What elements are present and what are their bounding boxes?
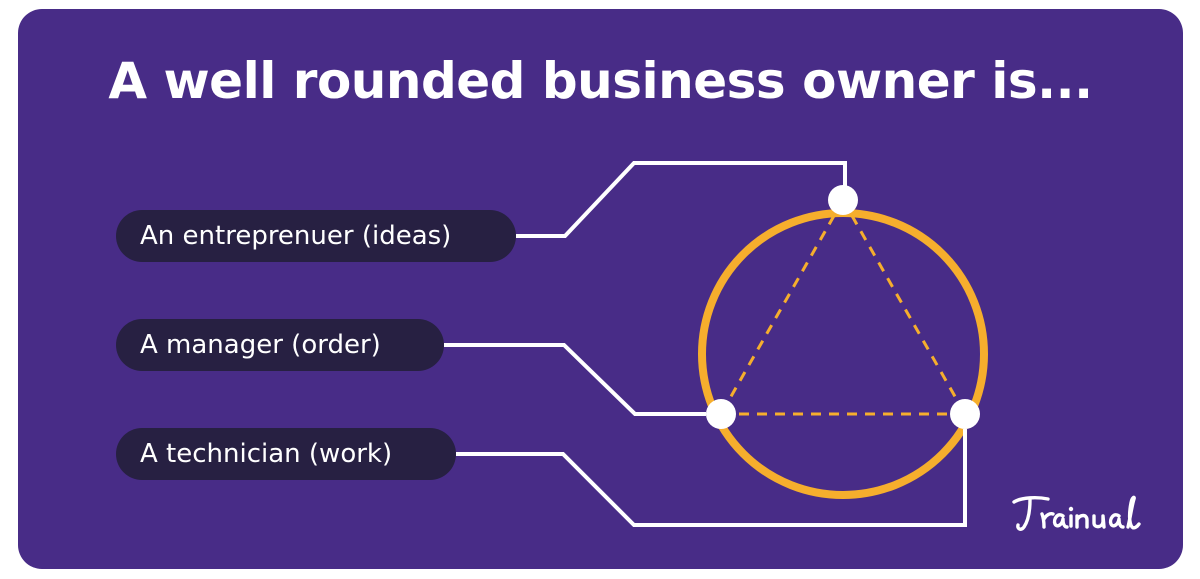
role-pill-entrepreneur: An entreprenuer (ideas) (116, 210, 516, 262)
trainual-logo (1012, 495, 1141, 531)
balance-ring (698, 209, 988, 499)
connector-technician (456, 429, 967, 527)
connector-manager (444, 343, 706, 416)
infographic-title: A well rounded business owner is... (108, 52, 1093, 110)
triangle-edge-right (841, 199, 967, 415)
infographic-card: A well rounded business owner is... An e… (18, 9, 1183, 569)
role-triangle-diagram (444, 161, 988, 527)
role-pill-technician: A technician (work) (116, 428, 456, 480)
vertex-entrepreneur (828, 185, 858, 215)
triangle-edge-left (719, 199, 845, 415)
dashed-triangle (719, 199, 967, 416)
vertex-technician (950, 399, 980, 429)
connector-lines (444, 161, 967, 527)
role-pill-manager: A manager (order) (116, 319, 444, 371)
vertex-manager (706, 399, 736, 429)
connector-entrepreneur (516, 161, 847, 238)
